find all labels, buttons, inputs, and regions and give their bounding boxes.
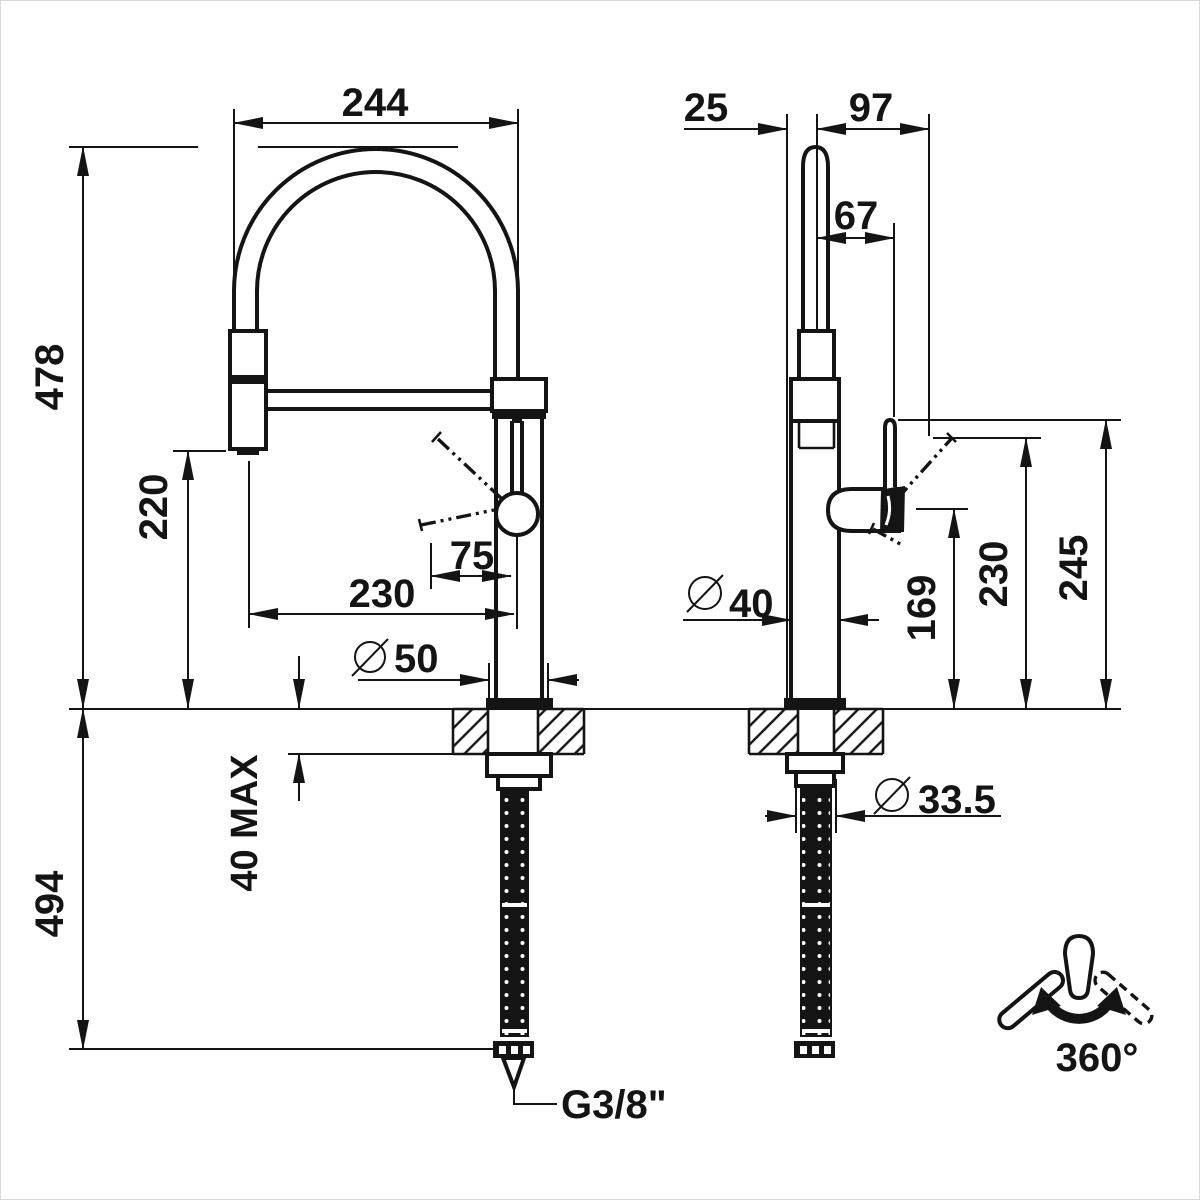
front-view xyxy=(228,147,586,1093)
front-dimensions: 244 478 220 230 75 50 40 MAX xyxy=(28,81,667,1127)
side-handle-lever xyxy=(883,417,897,489)
diameter-icon xyxy=(873,776,911,815)
dim-overall-height-label: 478 xyxy=(28,344,72,411)
rotation-360-icon: 360° xyxy=(997,933,1154,1080)
diameter-icon xyxy=(351,638,389,677)
handle-ball-joint xyxy=(494,491,540,537)
diameter-icon xyxy=(686,574,724,613)
dim-handle-offset-label: 67 xyxy=(834,194,879,238)
side-view xyxy=(747,144,957,1058)
dim-hole-diameter-label: 33.5 xyxy=(918,778,996,822)
side-body xyxy=(789,421,841,699)
hose-cone-tip xyxy=(500,1056,527,1093)
dim-handle-top-height-label: 245 xyxy=(1052,535,1096,602)
mounting-nut-front xyxy=(485,752,553,791)
rotation-handle-phantom xyxy=(1093,970,1154,1026)
countertop-side xyxy=(747,707,885,756)
dim-spout-width-label: 244 xyxy=(342,81,409,125)
dim-below-counter-label: 494 xyxy=(28,870,72,937)
dim-handle-reach-label: 75 xyxy=(450,534,495,578)
dim-handle-base-height-label: 169 xyxy=(900,575,944,642)
faucet-body-front xyxy=(490,377,548,699)
thread-size-label: G3/8" xyxy=(561,1083,667,1127)
spray-head xyxy=(228,329,268,455)
dim-front-offset-label: 25 xyxy=(684,86,729,130)
dim-handle-tilt-height-label: 230 xyxy=(972,541,1016,608)
supply-hose-side xyxy=(794,788,835,1058)
spout-arc xyxy=(232,147,520,380)
rotation-arrow-arc xyxy=(1047,1002,1111,1024)
dim-spray-reach-label: 230 xyxy=(349,572,416,616)
rotation-handle-knob xyxy=(1062,933,1096,1001)
dim-base-diameter-label: 50 xyxy=(394,637,439,681)
countertop-reference-line xyxy=(69,708,1121,755)
side-dimensions: 25 97 67 40 169 230 245 33.5 xyxy=(683,86,1121,833)
dim-counter-thickness-label: 40 MAX xyxy=(224,754,266,892)
countertop-front xyxy=(451,707,586,756)
supply-hose-front xyxy=(493,788,534,1093)
rotation-degrees-label: 360° xyxy=(1056,1036,1139,1080)
mounting-flange-side xyxy=(784,698,846,709)
mounting-nut-side xyxy=(785,752,845,788)
mounting-flange-front xyxy=(486,698,553,709)
dim-top-depth-label: 97 xyxy=(849,86,894,130)
side-cartridge-housing xyxy=(825,486,905,533)
dim-body-diameter-label: 40 xyxy=(729,582,774,626)
phantom-handle-front xyxy=(417,431,505,532)
support-bar xyxy=(266,389,496,411)
side-spout xyxy=(789,144,841,450)
dim-spray-height-label: 220 xyxy=(132,474,176,541)
rotation-handle-solid xyxy=(997,969,1065,1031)
